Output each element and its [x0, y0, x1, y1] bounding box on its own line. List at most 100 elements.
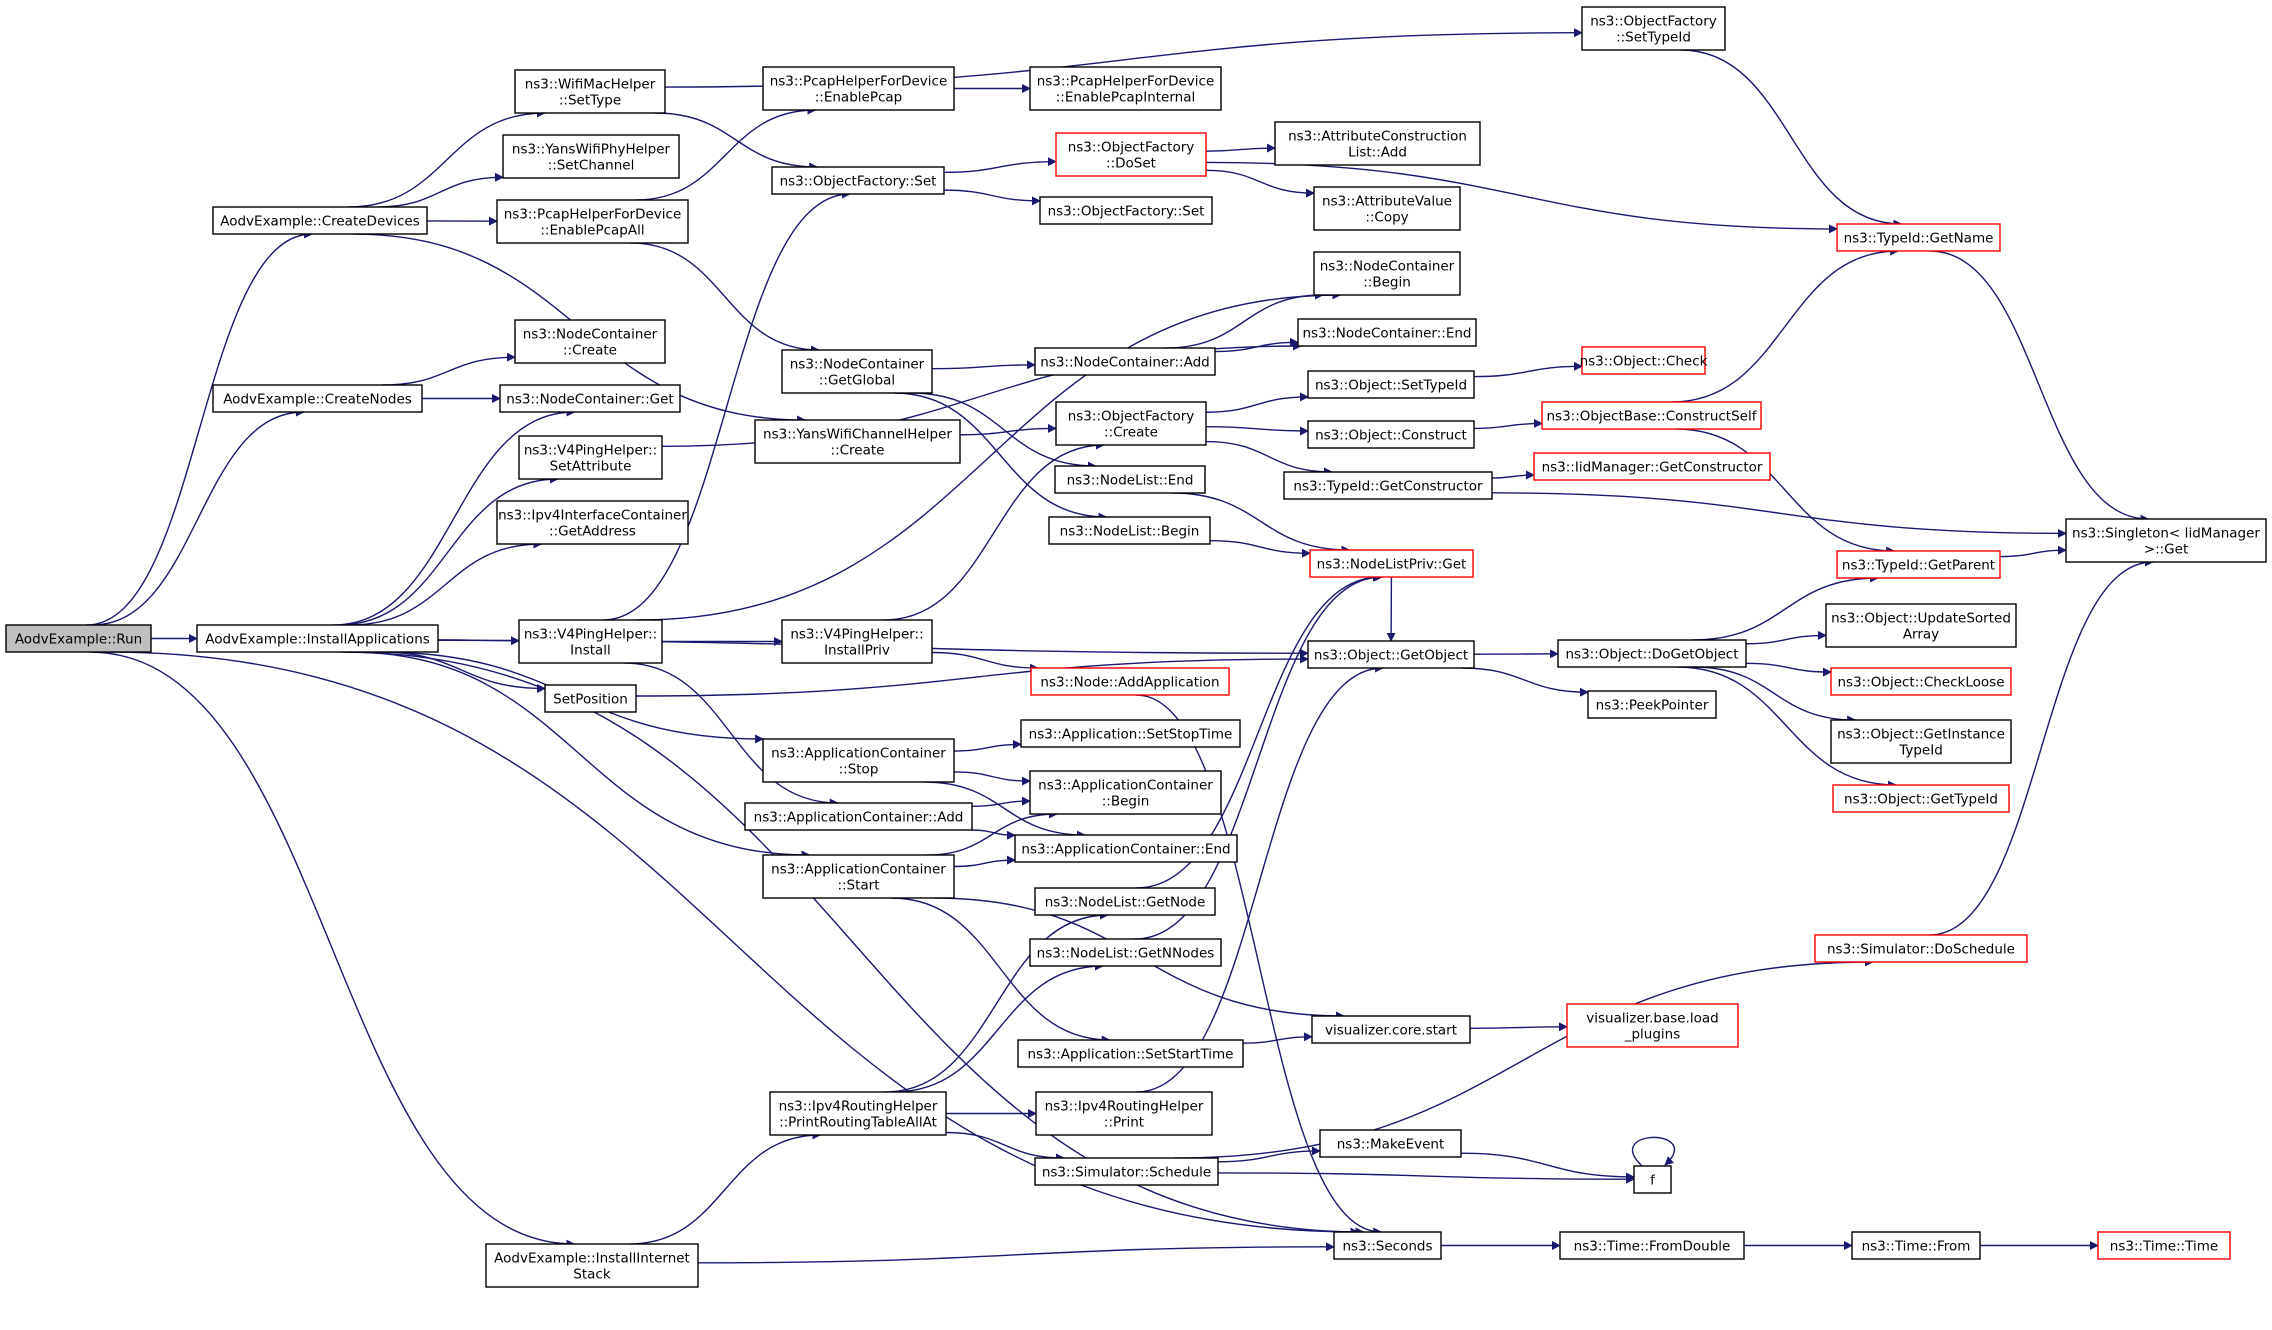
node-label: _plugins [1624, 1027, 1681, 1043]
node-ncBegin[interactable]: ns3::NodeContainer::Begin [1313, 251, 1461, 296]
node-iidGetCons[interactable]: ns3::IidManager::GetConstructor [1533, 452, 1771, 481]
node-timeFromDouble[interactable]: ns3::Time::FromDouble [1559, 1231, 1745, 1260]
node-box [5, 624, 152, 653]
nodes-layer: AodvExample::Run AodvExample::CreateDevic… [5, 6, 2267, 1288]
node-label: ns3::NodeContainer [1320, 259, 1455, 275]
node-objConstruct[interactable]: ns3::Object::Construct [1307, 420, 1475, 449]
node-nlPrivGet[interactable]: ns3::NodeListPriv::Get [1309, 549, 1474, 578]
node-box [1836, 550, 2001, 579]
node-ofCreate[interactable]: ns3::ObjectFactory::Create [1055, 401, 1207, 446]
node-attrValCopy[interactable]: ns3::AttributeValue::Copy [1313, 186, 1461, 231]
node-pcapEnable[interactable]: ns3::PcapHelperForDevice::EnablePcap [762, 66, 955, 111]
edge-v4Install-to-ncBegin [637, 290, 1342, 621]
node-box [762, 66, 955, 111]
node-objBaseCons[interactable]: ns3::ObjectBase::ConstructSelf [1541, 401, 1762, 430]
node-objCheckLoose[interactable]: ns3::Object::CheckLoose [1830, 667, 2012, 696]
node-box [781, 619, 933, 664]
node-label: ::Begin [1102, 794, 1150, 810]
node-nlGetNode[interactable]: ns3::NodeList::GetNode [1034, 887, 1216, 916]
node-objSetTypeId[interactable]: ns3::Object::SetTypeId [1307, 370, 1475, 399]
node-label: InstallPriv [824, 643, 890, 659]
node-nodeAddApp[interactable]: ns3::Node::AddApplication [1030, 667, 1230, 696]
node-vizStart[interactable]: visualizer.core.start [1311, 1015, 1471, 1044]
node-objGetObject[interactable]: ns3::Object::GetObject [1307, 640, 1475, 669]
node-simDoSchedule[interactable]: ns3::Simulator::DoSchedule [1814, 934, 2028, 963]
node-yansPhySetChannel[interactable]: ns3::YansWifiPhyHelper::SetChannel [502, 134, 680, 179]
node-objDoGetObject[interactable]: ns3::Object::DoGetObject [1557, 639, 1747, 668]
node-nlGetNNodes[interactable]: ns3::NodeList::GetNNodes [1029, 938, 1222, 967]
edge-objConstruct-to-objBaseCons [1473, 418, 1543, 430]
node-peekPointer[interactable]: ns3::PeekPointer [1587, 690, 1717, 719]
node-vizLoadPlugins[interactable]: visualizer.base.load_plugins [1566, 1003, 1739, 1048]
node-ofDoSet[interactable]: ns3::ObjectFactory::DoSet [1055, 132, 1207, 177]
node-acAdd[interactable]: ns3::ApplicationContainer::Add [744, 802, 973, 831]
node-createNodes[interactable]: AodvExample::CreateNodes [212, 384, 423, 413]
node-label: ::SetTypeId [1616, 30, 1691, 46]
edge-objBaseCons-to-typeIdGetName [1671, 246, 1900, 403]
node-v4InstallPriv[interactable]: ns3::V4PingHelper::InstallPriv [781, 619, 933, 664]
node-objGetTypeId[interactable]: ns3::Object::GetTypeId [1832, 784, 2010, 813]
node-ipv4Print[interactable]: ns3::Ipv4RoutingHelper::Print [1035, 1091, 1213, 1136]
node-makeEvent[interactable]: ns3::MakeEvent [1319, 1129, 1462, 1158]
node-acEnd[interactable]: ns3::ApplicationContainer::End [1014, 834, 1238, 863]
node-singletonGet[interactable]: ns3::Singleton< IidManager>::Get [2065, 518, 2267, 563]
node-objCheck[interactable]: ns3::Object::Check [1580, 346, 1708, 375]
node-ofSet2[interactable]: ns3::ObjectFactory::Set [1039, 196, 1213, 225]
edge-ncGetGlobal-to-nlBegin [893, 392, 1108, 522]
node-box [518, 435, 663, 480]
node-ncCreate[interactable]: ns3::NodeContainer::Create [514, 319, 666, 364]
edge-ofDoSet-to-typeIdGetName [1205, 161, 1838, 234]
node-createDevices[interactable]: AodvExample::CreateDevices [212, 206, 428, 235]
node-setPosition[interactable]: SetPosition [544, 684, 637, 713]
node-f[interactable]: f [1633, 1165, 1672, 1194]
node-label: ::EnablePcapAll [540, 223, 644, 239]
node-ipv4IfGetAddr[interactable]: ns3::Ipv4InterfaceContainer::GetAddress [496, 500, 689, 545]
node-yansChanCreate[interactable]: ns3::YansWifiChannelHelper::Create [754, 419, 961, 464]
node-v4SetAttr[interactable]: ns3::V4PingHelper::SetAttribute [518, 435, 663, 480]
node-ofSet[interactable]: ns3::ObjectFactory::Set [771, 166, 945, 195]
node-appSetStart[interactable]: ns3::Application::SetStartTime [1017, 1039, 1244, 1068]
node-typeIdGetParent[interactable]: ns3::TypeId::GetParent [1836, 550, 2001, 579]
node-nlEnd[interactable]: ns3::NodeList::End [1054, 465, 1206, 494]
node-label: ::SetChannel [548, 158, 635, 174]
node-run[interactable]: AodvExample::Run [5, 624, 152, 653]
node-pcapEnableAll[interactable]: ns3::PcapHelperForDevice::EnablePcapAll [496, 199, 689, 244]
node-label: ns3::ObjectFactory::Set [1048, 204, 1205, 220]
node-label: ns3::Time::Time [2110, 1239, 2218, 1255]
edge-simSchedule-to-simDoSchedule [1174, 957, 1874, 1159]
node-seconds[interactable]: ns3::Seconds [1333, 1231, 1442, 1260]
node-ncGet[interactable]: ns3::NodeContainer::Get [499, 384, 681, 413]
node-ipv4PrintAll[interactable]: ns3::Ipv4RoutingHelper::PrintRoutingTabl… [769, 1091, 947, 1136]
node-box [518, 619, 663, 664]
node-pcapEnableInternal[interactable]: ns3::PcapHelperForDevice::EnablePcapInte… [1029, 66, 1222, 111]
node-acStart[interactable]: ns3::ApplicationContainer::Start [762, 854, 955, 899]
node-label: ::SetType [559, 93, 621, 109]
node-label: ::Start [837, 878, 879, 894]
node-typeIdGetName[interactable]: ns3::TypeId::GetName [1836, 223, 2001, 252]
node-box [1559, 1231, 1745, 1260]
node-typeIdGetCons[interactable]: ns3::TypeId::GetConstructor [1283, 471, 1493, 500]
node-label: >::Get [2144, 542, 2188, 558]
node-ofSetTypeId[interactable]: ns3::ObjectFactory::SetTypeId [1581, 6, 1726, 51]
node-simSchedule[interactable]: ns3::Simulator::Schedule [1034, 1157, 1219, 1186]
node-label: ns3::Object::GetInstance [1837, 727, 2005, 743]
node-acBegin[interactable]: ns3::ApplicationContainer::Begin [1029, 770, 1222, 815]
node-timeFrom[interactable]: ns3::Time::From [1851, 1231, 1981, 1260]
node-timeTime[interactable]: ns3::Time::Time [2097, 1231, 2231, 1260]
node-acStop[interactable]: ns3::ApplicationContainer::Stop [762, 738, 955, 783]
node-ncGetGlobal[interactable]: ns3::NodeContainer::GetGlobal [781, 349, 933, 394]
node-installApps[interactable]: AodvExample::InstallApplications [196, 624, 439, 653]
node-v4Install[interactable]: ns3::V4PingHelper::Install [518, 619, 663, 664]
node-ncEnd[interactable]: ns3::NodeContainer::End [1297, 318, 1477, 347]
node-appSetStop[interactable]: ns3::Application::SetStopTime [1020, 719, 1241, 748]
node-ncAdd[interactable]: ns3::NodeContainer::Add [1034, 347, 1216, 376]
node-wifiMacSetType[interactable]: ns3::WifiMacHelper::SetType [514, 69, 666, 114]
node-nlBegin[interactable]: ns3::NodeList::Begin [1048, 516, 1211, 545]
edge-ipv4PrintAll-to-nlGetNode [885, 910, 1109, 1093]
node-box [1307, 370, 1475, 399]
node-label: ns3::Application::SetStopTime [1029, 727, 1233, 743]
